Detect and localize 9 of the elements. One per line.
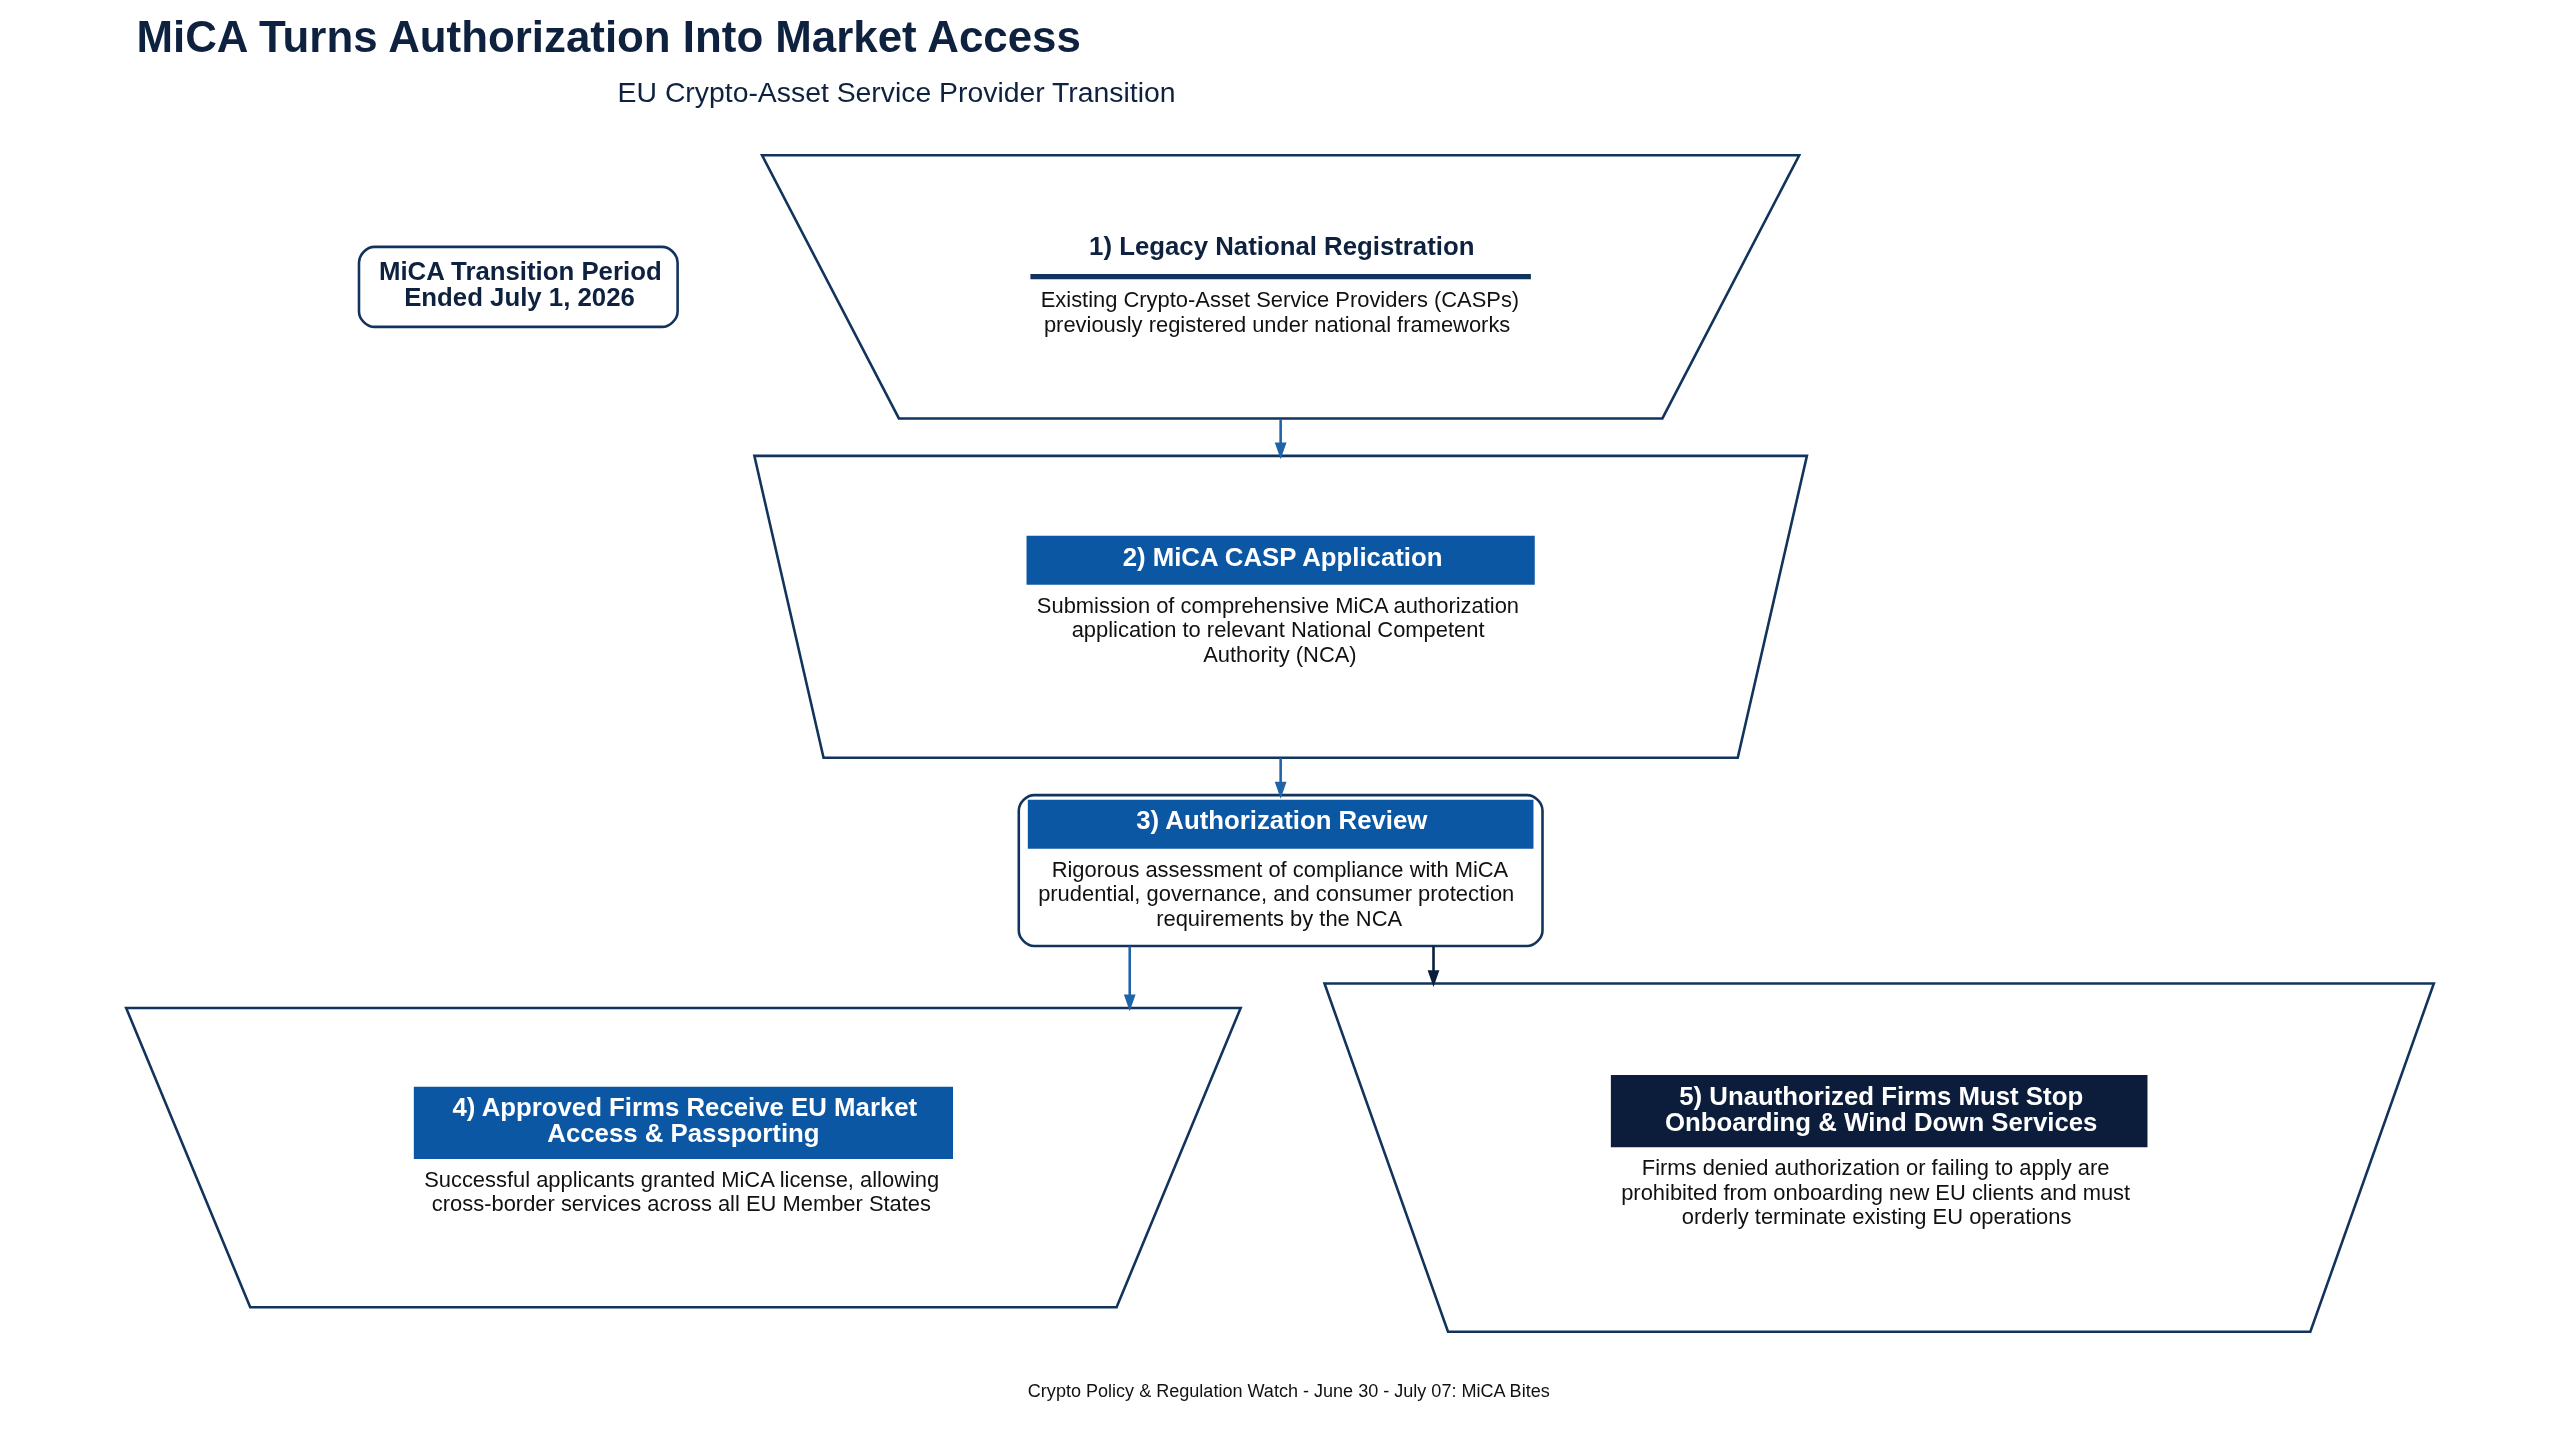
- arrow: [1274, 418, 1287, 460]
- diagram-title: MiCA Turns Authorization Into Market Access: [136, 12, 1081, 62]
- node-box: MiCA Transition Period Ended July 1, 2026: [357, 245, 679, 329]
- arrow: [1427, 946, 1440, 988]
- arrow: [1123, 946, 1136, 1012]
- arrow: [1274, 757, 1287, 799]
- node-box: 3) Authorization Review Rigorous assessment of compliance with MiCA prudential, governance, and consumer protection requirements by the NCA: [1017, 793, 1544, 948]
- caption: Crypto Policy & Regulation Watch - June 30 - July 07: MiCA Bites: [1027, 1381, 1550, 1402]
- label: EU Crypto-Asset Service Provider Transition: [617, 75, 1176, 108]
